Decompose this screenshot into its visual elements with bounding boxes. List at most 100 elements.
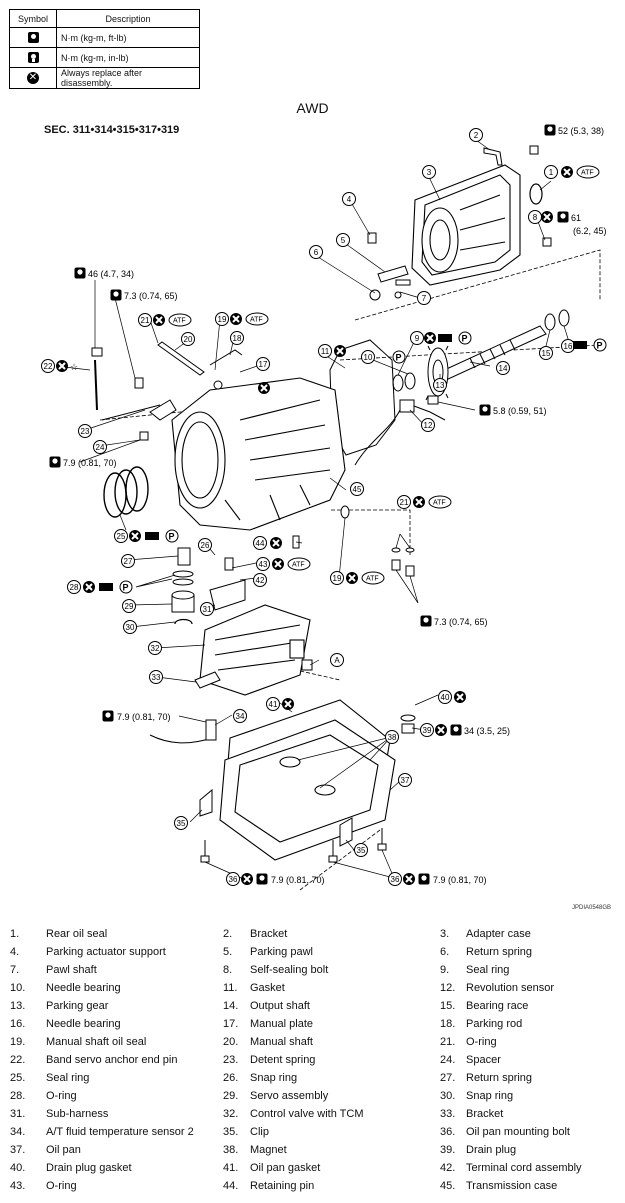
callout-24: 24	[93, 440, 107, 454]
replace-x-icon	[540, 210, 554, 224]
torque-7-9-a: 7.9 (0.81, 70)	[63, 458, 117, 468]
torque-wrench-small-icon	[102, 710, 114, 722]
revolution-sensor	[399, 395, 446, 421]
clip-2	[339, 817, 353, 847]
part-name: Manual shaft	[250, 1036, 313, 1048]
part-number: 28.	[10, 1090, 26, 1102]
part-number: 34.	[10, 1126, 26, 1138]
callout-number: 41	[269, 700, 278, 709]
replace-x-icon	[333, 344, 347, 358]
part-number: 31.	[10, 1108, 26, 1120]
replace-x-icon	[412, 495, 426, 509]
callout-40: 40	[438, 690, 452, 704]
callout-number: 11	[321, 347, 330, 356]
part-name: O-ring	[46, 1180, 77, 1192]
callout-number: 18	[233, 334, 242, 343]
callout-5: 5	[336, 233, 350, 247]
part-number: 41.	[223, 1162, 239, 1174]
part-number: 29.	[223, 1090, 239, 1102]
part-number: 20.	[223, 1036, 239, 1048]
transmission-case	[171, 377, 346, 531]
part-number: 19.	[10, 1036, 26, 1048]
part-name: Bearing race	[466, 1000, 529, 1012]
part-number: 3.	[440, 928, 450, 940]
part-number: 43.	[10, 1180, 26, 1192]
callout-A: A	[330, 653, 344, 667]
replace-x-icon	[402, 872, 416, 886]
atf-badges: ATF ATF ATF ATF ATF ATF	[168, 165, 600, 585]
callout-22: 22	[41, 359, 55, 373]
callout-23: 23	[78, 424, 92, 438]
part-name: Seal ring	[466, 964, 510, 976]
callout-number: 12	[424, 421, 433, 430]
torque-7-9-c: 7.9 (0.81, 70)	[271, 875, 325, 885]
parking-gear	[425, 345, 449, 401]
part-name: Transmission case	[466, 1180, 558, 1192]
part-number: 35.	[223, 1126, 239, 1138]
temp-sensor	[205, 719, 217, 741]
part-number: 24.	[440, 1054, 456, 1066]
part-number: 18.	[440, 1018, 456, 1030]
part-name: Retaining pin	[250, 1180, 315, 1192]
replace-x-icon	[453, 690, 467, 704]
part-name: Manual shaft oil seal	[46, 1036, 147, 1048]
callout-number: 28	[70, 583, 79, 592]
part-number: 11.	[223, 982, 238, 994]
part-number: 45.	[440, 1180, 456, 1192]
needle-bearing-16	[558, 309, 570, 327]
part-number: 14.	[223, 1000, 239, 1012]
exploded-view-diagram: 1234567891011121314151617181920212223242…	[41, 124, 607, 891]
adapter-case	[411, 164, 521, 286]
torque-wrench-icon	[74, 267, 86, 279]
torque-61: 61	[571, 213, 581, 223]
part-name: Servo assembly	[250, 1090, 329, 1102]
callout-number: 6	[314, 248, 319, 257]
callout-number: 23	[81, 427, 90, 436]
legend-row-3: Always replace after disassembly.	[56, 67, 200, 89]
replace-x-icon	[229, 312, 243, 326]
callout-number: 30	[126, 623, 135, 632]
callout-30: 30	[123, 620, 137, 634]
callout-number: 29	[125, 602, 134, 611]
callout-12: 12	[421, 418, 435, 432]
callout-4: 4	[342, 192, 356, 206]
replace-x-icon	[257, 381, 271, 395]
star-mark: ☆	[70, 362, 78, 372]
part-name: Rear oil seal	[46, 928, 108, 940]
grease-p-symbols: P P P P P	[99, 331, 607, 594]
callout-16: 16	[561, 339, 575, 353]
part-name: Parking rod	[466, 1018, 523, 1030]
part-number: 32.	[223, 1108, 239, 1120]
part-number: 8.	[223, 964, 233, 976]
part-name: Seal ring	[46, 1072, 90, 1084]
callout-42: 42	[253, 573, 267, 587]
callout-number: 32	[151, 644, 160, 653]
torque-wrench-icon	[544, 124, 556, 136]
part-number: 6.	[440, 946, 450, 958]
callout-19: 19	[215, 312, 229, 326]
callout-number: 45	[353, 485, 362, 494]
callout-number: 15	[542, 349, 551, 358]
part-name: Pawl shaft	[46, 964, 97, 976]
callout-44: 44	[253, 536, 267, 550]
callout-number: 34	[236, 712, 245, 721]
temp-sensor-wire	[149, 734, 213, 744]
harness-wire	[354, 409, 401, 466]
callout-36: 36	[226, 872, 240, 886]
part-number: 37.	[10, 1144, 26, 1156]
torque-wrench-small-icon	[110, 289, 122, 301]
bearing-race	[544, 313, 556, 331]
p-badge: P	[123, 583, 129, 593]
replace-x-icon: ✕	[27, 72, 39, 84]
callout-11: 11	[318, 344, 332, 358]
callout-7: 7	[417, 291, 431, 305]
part-name: Gasket	[250, 982, 285, 994]
part-number: 44.	[223, 1180, 239, 1192]
part-name: Needle bearing	[46, 1018, 121, 1030]
torque-wrench-icon	[27, 32, 39, 44]
callout-number: 35	[177, 819, 186, 828]
